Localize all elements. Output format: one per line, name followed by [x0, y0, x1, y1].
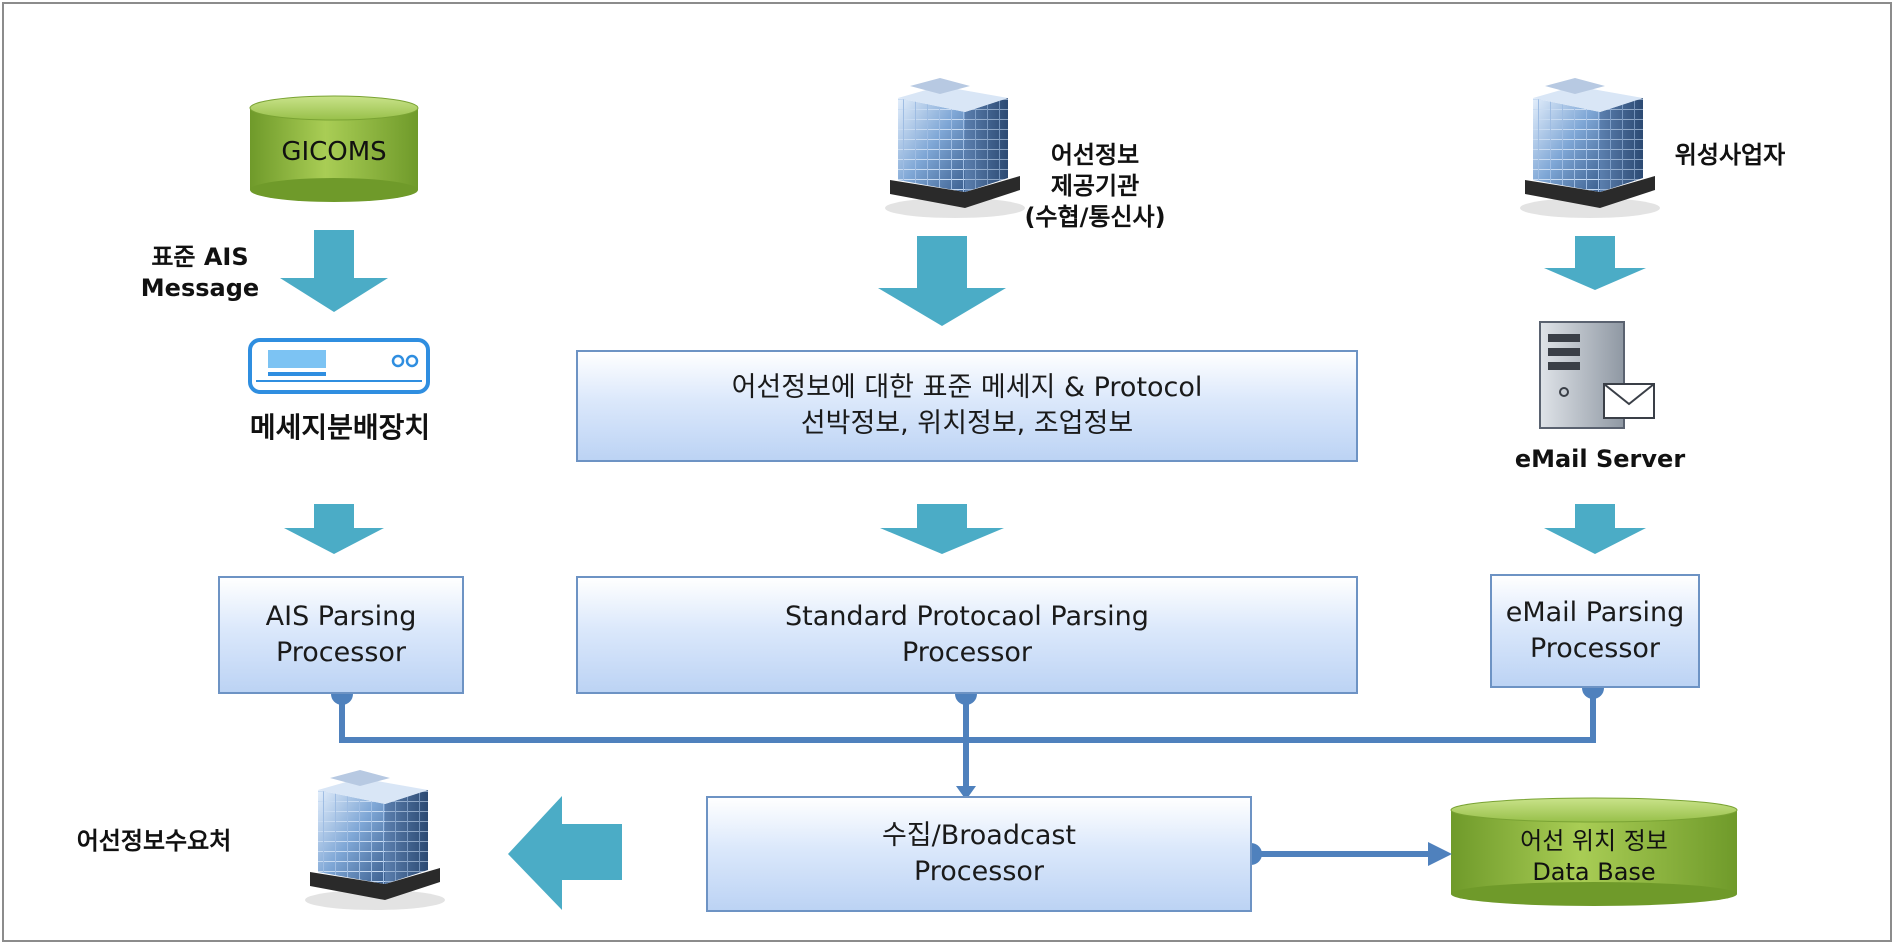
collector-line1: 수집/Broadcast — [881, 819, 1077, 851]
gicoms-cylinder-icon — [249, 95, 419, 202]
satellite-building-icon — [1520, 78, 1660, 218]
ais-message-label-line2: Message — [140, 274, 260, 303]
standard-message-box: 어선정보에 대한 표준 메세지 & Protocol 선박정보, 위치정보, 조… — [576, 350, 1358, 462]
email-parser-line2: Processor — [1529, 633, 1661, 664]
consumer-label: 어선정보수요처 — [76, 827, 232, 855]
down-arrow-provider — [878, 236, 1006, 326]
collector-line2: Processor — [913, 856, 1045, 887]
down-arrow-email-parser — [1544, 504, 1646, 554]
database-label-line2: Data Base — [1532, 858, 1656, 887]
database-cylinder-icon — [1450, 797, 1738, 906]
standard-parsing-processor-box: Standard Protocaol Parsing Processor — [576, 576, 1358, 694]
standard-message-line1: 어선정보에 대한 표준 메세지 & Protocol — [731, 371, 1203, 403]
database-label-line1: 어선 위치 정보 — [1520, 827, 1668, 855]
distributor-label: 메세지분배장치 — [249, 411, 431, 444]
ais-parser-line1: AIS Parsing — [265, 600, 417, 632]
ais-message-label: 표준 AIS Message — [120, 242, 280, 304]
arrowhead-to-collector — [956, 786, 976, 800]
email-parser-line1: eMail Parsing — [1505, 596, 1685, 628]
provider-label-line3: (수협/통신사) — [1024, 203, 1166, 232]
ais-parser-line2: Processor — [275, 637, 407, 668]
down-arrow-ais-parser — [284, 504, 384, 554]
satellite-label: 위성사업자 — [1674, 141, 1786, 169]
provider-label-line2: 제공기관 — [1050, 172, 1140, 201]
down-arrow-satellite — [1544, 236, 1646, 290]
distributor-device-icon — [248, 338, 430, 394]
email-parsing-processor-box: eMail Parsing Processor — [1490, 574, 1700, 688]
down-arrow-gicoms — [280, 230, 388, 312]
consumer-building-icon — [305, 770, 445, 910]
down-arrow-standard-parser — [880, 504, 1004, 554]
standard-message-line2: 선박정보, 위치정보, 조업정보 — [800, 408, 1134, 439]
connector-bus — [339, 688, 1596, 796]
email-server-label: eMail Server — [1514, 445, 1686, 473]
standard-parser-line2: Processor — [901, 637, 1033, 668]
left-arrow-consumer — [508, 796, 622, 910]
gicoms-label: GICOMS — [281, 137, 387, 167]
database-label: 어선 위치 정보 Data Base — [1451, 826, 1737, 888]
collector-broadcast-processor-box: 수집/Broadcast Processor — [706, 796, 1252, 912]
ais-parsing-processor-box: AIS Parsing Processor — [218, 576, 464, 694]
arrowhead-to-database — [1428, 842, 1452, 866]
provider-label: 어선정보 제공기관 (수협/통신사) — [1000, 140, 1190, 234]
ais-message-label-line1: 표준 AIS — [151, 243, 249, 271]
email-server-icon — [1539, 321, 1655, 429]
provider-building-icon — [885, 78, 1025, 218]
standard-parser-line1: Standard Protocaol Parsing — [785, 600, 1149, 632]
provider-label-line1: 어선정보 — [1050, 141, 1140, 169]
